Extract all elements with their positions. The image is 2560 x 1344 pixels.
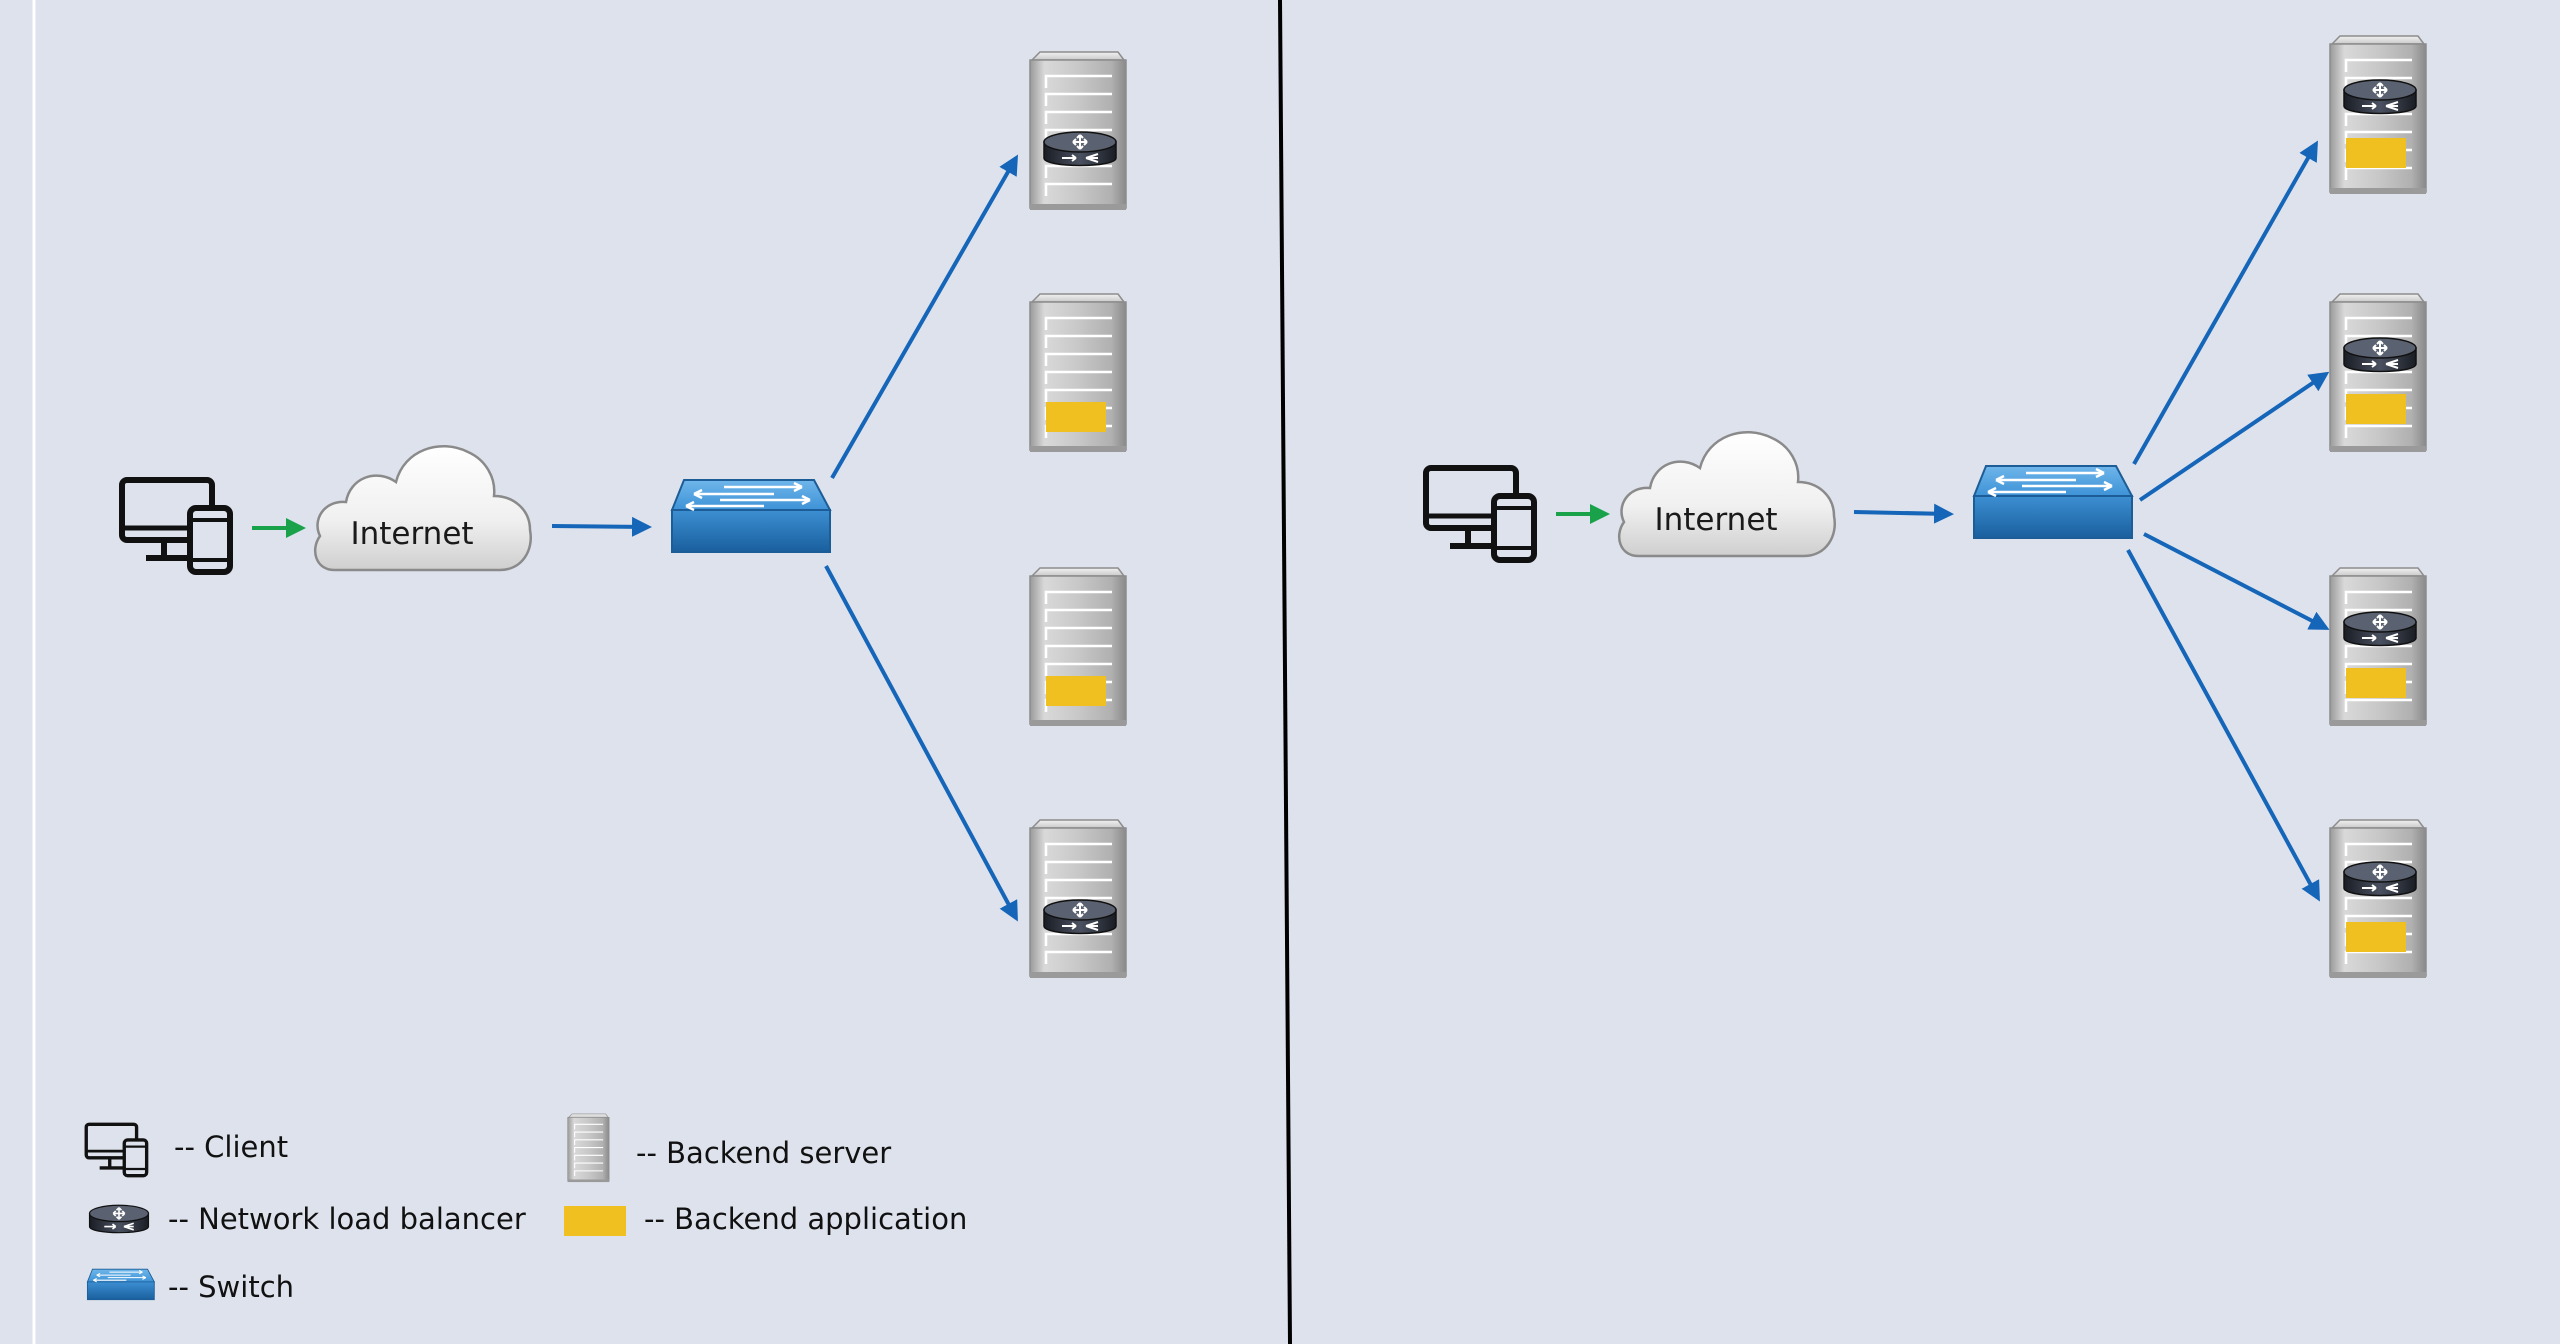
switch-to-server-1-arrow [2132,140,2318,465]
app-block-icon [2346,668,2406,698]
switch-icon [670,478,832,554]
switch-to-server-4-arrow [2126,549,2320,902]
internet-to-switch-arrow [551,516,652,537]
load-balancer-icon [1043,899,1117,935]
divider-line [1278,0,1292,1344]
load-balancer-icon [2343,79,2417,115]
legend-server-icon [567,1113,610,1183]
switch-to-server-1-arrow [830,154,1018,479]
server-icon [2328,292,2428,454]
app-block-icon [2346,138,2406,168]
legend [84,1113,626,1301]
left-cloud-label: Internet [350,516,474,552]
legend-switch-label: -- Switch [168,1270,295,1304]
load-balancer-icon [2343,611,2417,647]
server-icon [2328,818,2428,980]
legend-app-label: -- Backend application [644,1202,968,1236]
switch-icon [1972,464,2134,540]
app-block-icon [1046,676,1106,706]
server-icon [1028,818,1128,980]
legend-server-label: -- Backend server [636,1136,892,1170]
load-balancer-icon [2343,337,2417,373]
legend-load-balancer-label: -- Network load balancer [168,1202,526,1236]
load-balancer-icon [2343,861,2417,897]
legend-app-block-icon [564,1206,626,1236]
legend-load-balancer-icon [88,1204,150,1234]
server-icon [1028,50,1128,212]
internet-to-switch-arrow [1853,503,1954,524]
switch-to-server-2-arrow [2138,371,2330,502]
app-block-icon [2346,394,2406,424]
server-icon [2328,566,2428,728]
server-icon [2328,34,2428,196]
app-block-icon [2346,922,2406,952]
app-block-icon [1046,402,1106,432]
legend-client-label: -- Client [174,1130,289,1164]
right-cloud-label: Internet [1654,502,1778,538]
right-topology [1426,34,2428,980]
left-topology [122,50,1128,980]
legend-switch-icon [86,1268,155,1301]
switch-to-server-4-arrow [824,565,1018,922]
load-balancer-icon [1043,131,1117,167]
switch-to-server-3-arrow [2143,532,2330,630]
